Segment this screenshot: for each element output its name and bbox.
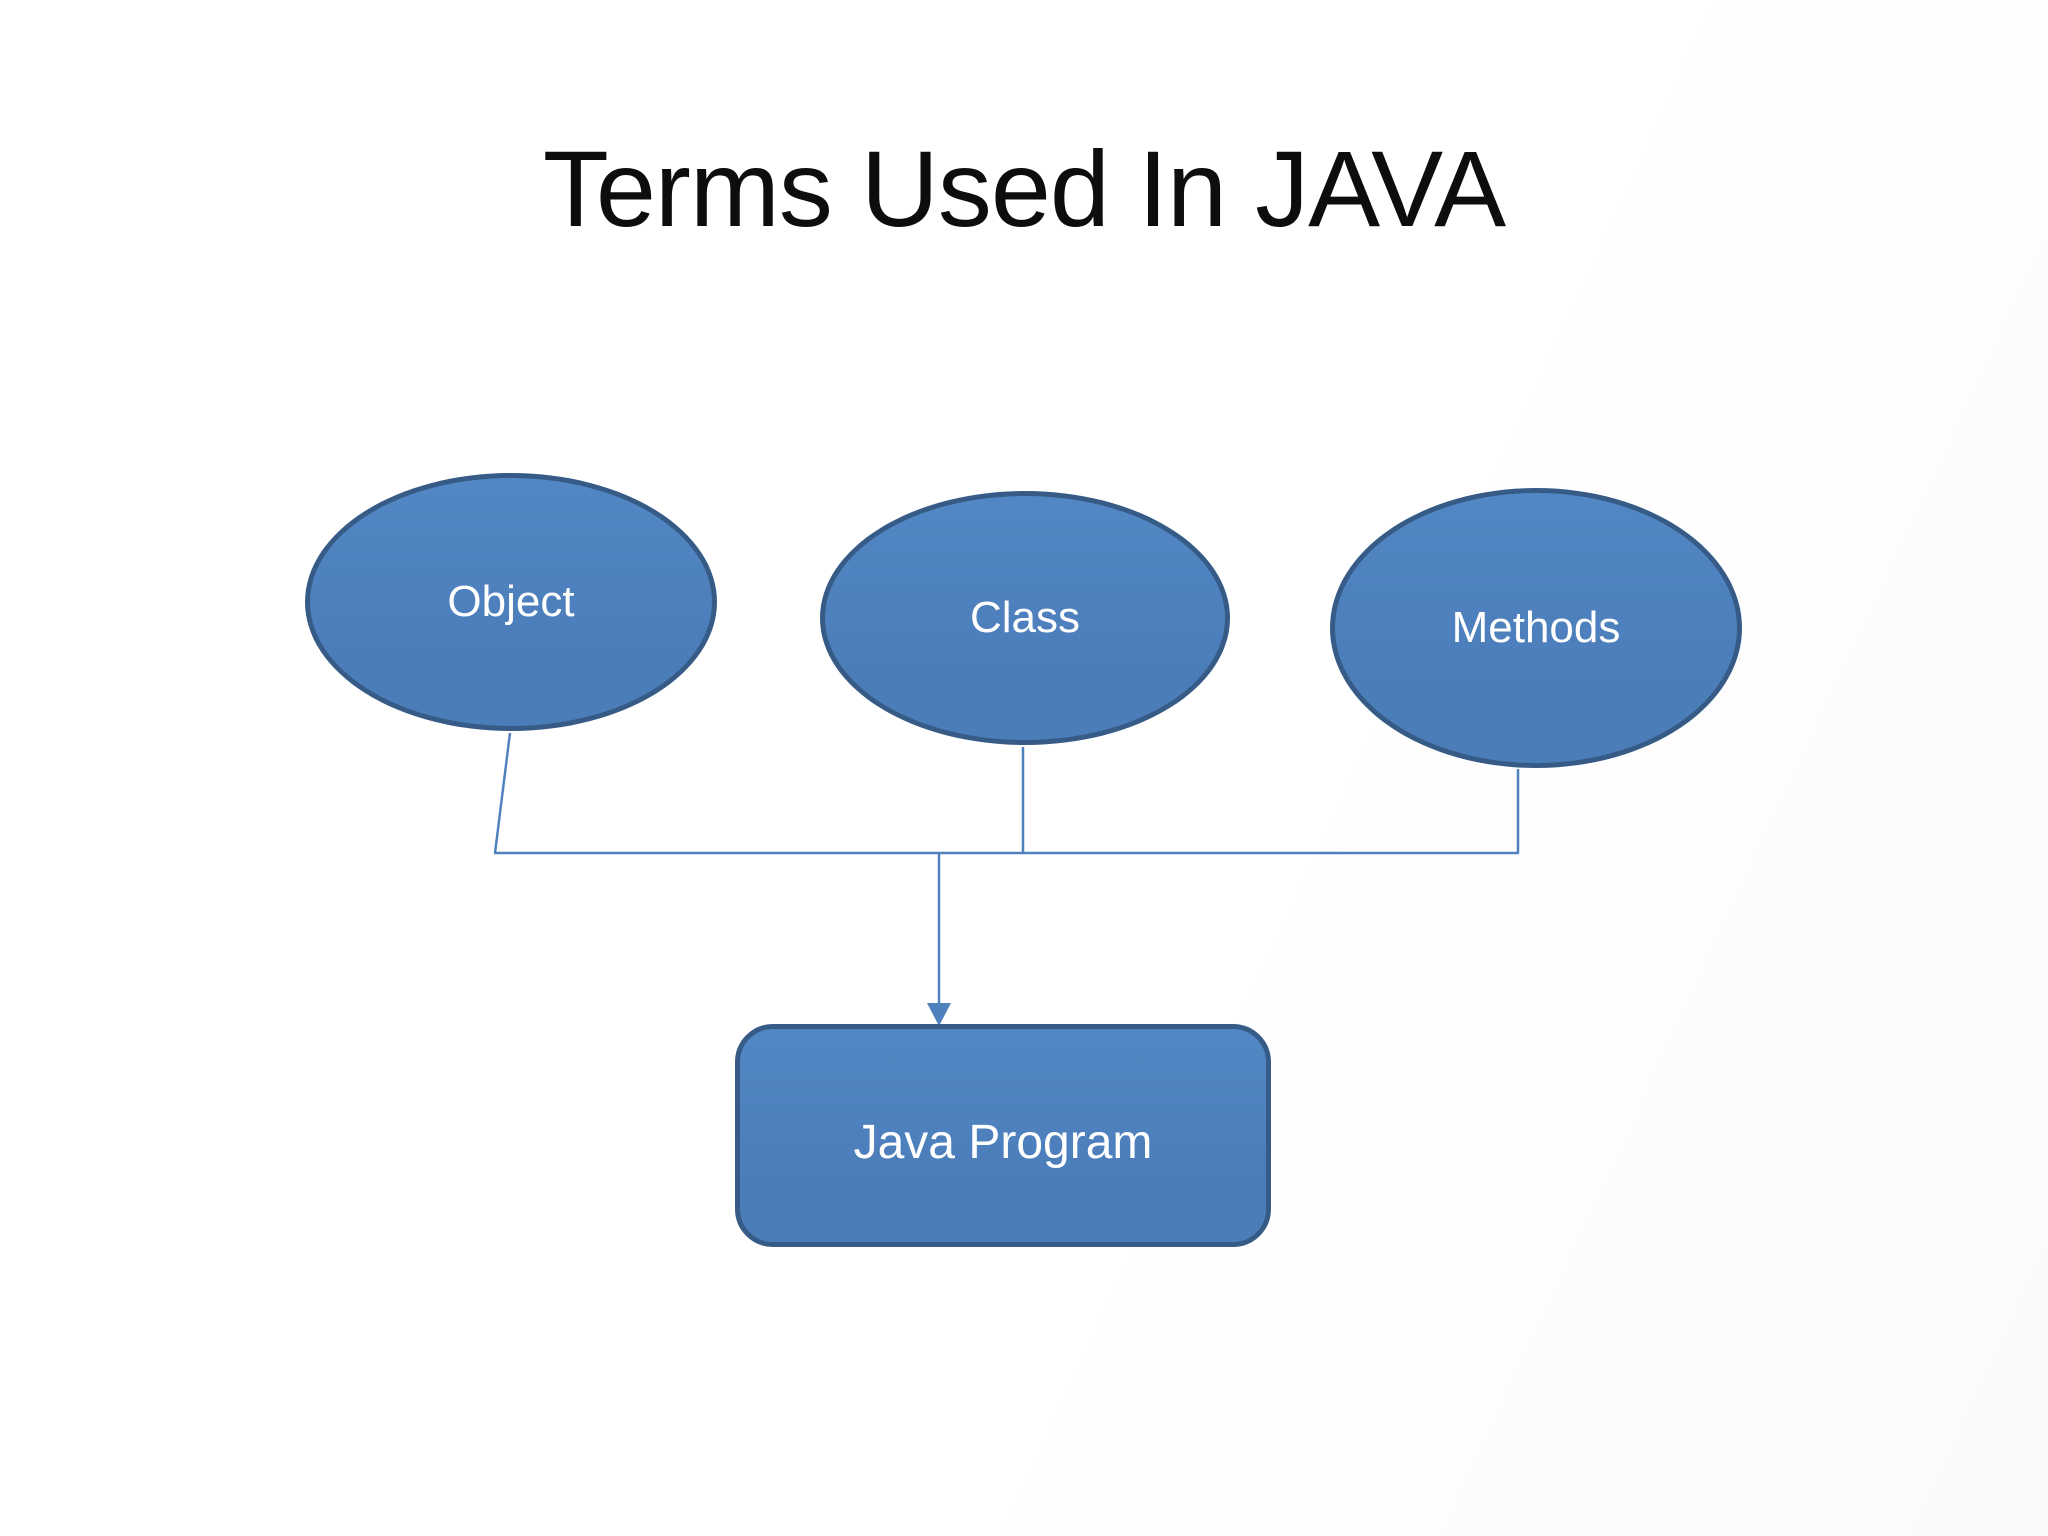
slide-title: Terms Used In JAVA	[542, 128, 1506, 249]
node-class: Class	[820, 491, 1230, 745]
node-object-label: Object	[447, 576, 575, 626]
connector-object-line	[493, 732, 512, 854]
arrowhead-icon	[927, 1003, 951, 1026]
node-java-program: Java Program	[735, 1024, 1271, 1247]
node-java-program-label: Java Program	[853, 1116, 1153, 1170]
node-object: Object	[305, 473, 717, 731]
node-methods-label: Methods	[1451, 602, 1621, 652]
node-class-label: Class	[969, 592, 1081, 642]
node-methods: Methods	[1330, 488, 1742, 768]
